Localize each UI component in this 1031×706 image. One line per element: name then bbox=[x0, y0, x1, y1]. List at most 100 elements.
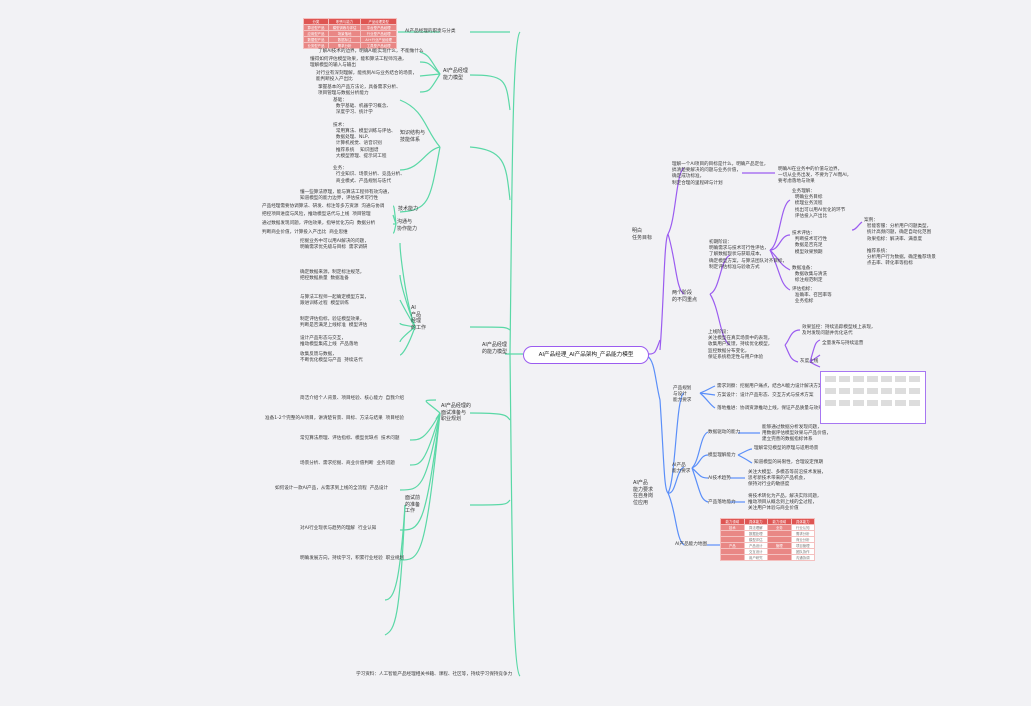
interview-node[interactable]: AI产品经理的 面试准备与 职业规划 bbox=[441, 403, 471, 422]
role-table: 分类职责与能力产品经理类型 算法型产品模型训练与评估平台型产品经理 应用型产品场… bbox=[303, 18, 397, 49]
table-cell: AI+行业产品经理 bbox=[360, 36, 397, 43]
table-cell: 需求分析 bbox=[327, 42, 362, 49]
work-node[interactable]: AI 产品 经理 的工作 bbox=[411, 305, 427, 331]
work-text: 确定数据来源，制定标注规范， 把控数据质量 bbox=[300, 270, 365, 282]
interview-text: 准备1-2个完整的AI项目，讲清楚背景、目标、方法与结果 bbox=[265, 416, 383, 421]
skill-item: 把控项目进度与风险，推动模型迭代与上线 项目管理 bbox=[262, 212, 371, 218]
work-key: 模型训练 bbox=[330, 301, 349, 307]
central-topic[interactable]: AI产品经理_AI产品架构_产品能力模型 bbox=[523, 346, 649, 364]
model-item: 掌握基本的产品方法论，具备需求分析、 项目管理与数据分析能力 bbox=[318, 85, 401, 97]
interview-key: 产品设计 bbox=[369, 486, 389, 491]
stage2-child: 全量发布与持续运营 bbox=[822, 341, 864, 346]
skill-key: 项目管理 bbox=[352, 212, 371, 217]
work-text: 制定评估指标，验证模型效果， 判断是否满足上线标准 bbox=[300, 317, 365, 329]
interview-item: 简洁介绍个人背景、项目经验、核心能力 自我介绍 bbox=[300, 396, 404, 402]
skill-item: 判断商业价值，计算投入产出比 商业思维 bbox=[262, 230, 348, 236]
map-node[interactable]: AI产品能力地图 bbox=[675, 542, 708, 547]
stage1-detail: 案例： 智能客服：分析用户问题类型， 统计高频问题，确定自动化范围 效果指标：解… bbox=[864, 218, 936, 267]
skill-text: 判断商业价值，计算投入产出比 bbox=[262, 230, 327, 235]
interview-text: 常见算法原理、评估指标、模型优缺点 bbox=[300, 436, 379, 441]
work-key: 数据准备 bbox=[330, 276, 349, 282]
work-text: 挖掘业务中可以用AI解决的问题， 明确需求优先级与目标 bbox=[300, 239, 369, 251]
goal-text: 理解一个AI项目的目标是什么，明确产品定位， 搞清楚要解决的问题与业务价值， 确… bbox=[672, 162, 769, 186]
prep-node[interactable]: 面试前 的准备 工作 bbox=[405, 495, 421, 514]
stage1-child: 业务理解： 明确业务目标 梳理业务流程 找出可以用AI优化的环节 评估投入产出比 bbox=[792, 189, 846, 219]
skill-key: 商业思维 bbox=[329, 230, 348, 235]
knowledge-text: 基础： 数学基础、机器学习概念、 深度学习、统计学 技术： 常用算法、模型训练与… bbox=[333, 98, 405, 184]
interview-key: 自我介绍 bbox=[385, 396, 405, 401]
interview-text: 对AI行业现状与趋势的理解 bbox=[300, 526, 356, 531]
model-item: 了解AI技术的边界，明确AI能实现什么，不能做什么 bbox=[318, 49, 424, 54]
scene-item: 需求洞察：挖掘用户痛点，结合AI能力设计解决方案 bbox=[717, 384, 823, 389]
work-text: 与算法工程师一起确定模型方案， 跟进训练过程 bbox=[300, 295, 369, 307]
work-key: 产品落地 bbox=[339, 342, 359, 348]
stage1-text: 初期阶段： 明确需求与技术可行性评估， 了解数据现状与获取成本， 确定模型方案，… bbox=[709, 240, 788, 270]
stage1-child: 数据准备： 数据收集与清洗 标注规范制定 bbox=[792, 266, 828, 284]
ability-map-table: 能力领域具体能力能力领域具体能力 技术算法理解业务行业认知 数据处理需求分析 模… bbox=[720, 518, 815, 561]
skills-node[interactable]: 沟通与 协作能力 bbox=[397, 219, 418, 232]
ai-item-key[interactable]: 模型理解能力 bbox=[708, 453, 736, 458]
table-label[interactable]: AI产品经理的职责与分类 bbox=[405, 29, 456, 34]
interview-item: 常见算法原理、评估指标、模型优缺点 技术问题 bbox=[300, 436, 399, 442]
ai-item-key[interactable]: 产品落地能力 bbox=[708, 500, 736, 505]
work-item: 设计产品形态与交互， 推动模型集成上线 产品落地 bbox=[300, 336, 358, 348]
bottom-note[interactable]: 学习资料：人工智能产品经理相关书籍、课程、社区等，持续学习保持竞争力 bbox=[356, 672, 513, 677]
stage2-text: 上线阶段： 关注模型在真实场景中的表现， 收集用户反馈，持续优化模型， 监控数据… bbox=[708, 330, 773, 360]
work-text: 设计产品形态与交互， 推动模型集成上线 bbox=[300, 336, 346, 348]
skill-text: 通过数据发现问题，评估效果，指导优化方向 bbox=[262, 221, 354, 226]
work-key: 持续迭代 bbox=[344, 358, 363, 364]
model-node[interactable]: AI产品经理 能力模型 bbox=[443, 68, 468, 81]
knowledge-node[interactable]: 知识结构与 技能体系 bbox=[400, 130, 426, 143]
interview-key: 项目经验 bbox=[385, 416, 404, 421]
model-item: 对行业有深刻理解，能找到AI与业务结合的场景， 能判断投入产出比 bbox=[316, 71, 417, 83]
stage1-child: 评估指标： 准确率、召回率等 业务指标 bbox=[792, 287, 832, 305]
stage2-child: 效果监控：持续追踪模型线上表现， 及时发现问题并优化迭代 bbox=[802, 325, 876, 337]
ai-item-key[interactable]: 数据驱动的能力 bbox=[708, 430, 741, 435]
ai-item-key[interactable]: AI技术趋势 bbox=[708, 476, 731, 481]
skill-text: 产品经理需要协调算法、研发、标注等多方资源 bbox=[262, 204, 359, 209]
interview-item: 如何设计一款AI产品，从需求到上线的全流程 产品设计 bbox=[275, 486, 388, 492]
table-cell: 工具型产品经理 bbox=[360, 42, 397, 49]
interview-text: 如何设计一款AI产品，从需求到上线的全流程 bbox=[275, 486, 367, 491]
ability-node[interactable]: AI产品 能力要求 在自身岗 位应用 bbox=[633, 480, 654, 506]
interview-text: 简洁介绍个人背景、项目经验、核心能力 bbox=[300, 396, 383, 401]
work-item: 挖掘业务中可以用AI解决的问题， 明确需求优先级与目标 需求调研 bbox=[300, 239, 369, 251]
tech-node[interactable]: 技术能力 bbox=[398, 206, 419, 212]
table-cell bbox=[720, 554, 745, 561]
skill-key: 沟通与协调 bbox=[361, 204, 385, 209]
table-cell: 模型训练与评估 bbox=[327, 24, 362, 31]
goal-child: 明确AI在业务中的价值与边界， 一切从业务出发，不要为了AI而AI， 要考虑落地… bbox=[778, 167, 852, 185]
scene-item: 落地推进：协调资源推动上线，保证产品质量与效果 bbox=[717, 406, 823, 411]
tech-text: 懂一些算法原理，能与算法工程师有效沟通， 知道模型的能力边界，评估技术可行性 bbox=[300, 190, 392, 202]
left-root-node[interactable]: AI产品经理 的能力模型 bbox=[482, 342, 508, 355]
interview-key: 行业认知 bbox=[357, 526, 377, 531]
work-item: 确定数据来源，制定标注规范， 把控数据质量 数据准备 bbox=[300, 270, 364, 282]
work-item: 与算法工程师一起确定模型方案， 跟进训练过程 模型训练 bbox=[300, 295, 369, 307]
goal-node[interactable]: 明白 任务目标 bbox=[632, 228, 653, 241]
product-logos-image bbox=[820, 371, 926, 424]
interview-item: 场景分析、需求挖掘、商业价值判断 业务问题 bbox=[300, 461, 395, 467]
interview-item: 明确发展方向，持续学习，积累行业经验 职业规划 bbox=[300, 556, 404, 562]
skill-item: 产品经理需要协调算法、研发、标注等多方资源 沟通与协调 bbox=[262, 204, 384, 210]
work-key: 模型评估 bbox=[348, 323, 368, 329]
interview-key: 业务问题 bbox=[376, 461, 395, 466]
skill-text: 把控项目进度与风险，推动模型迭代与上线 bbox=[262, 212, 350, 217]
interview-key: 技术问题 bbox=[381, 436, 400, 441]
work-text: 收集反馈与数据， 不断优化模型与产品 bbox=[300, 352, 342, 364]
skill-key: 数据分析 bbox=[356, 221, 376, 226]
ai-item-text: 关注大模型、多模态等前沿技术发展， 思考新技术带来的产品机会， 保持对行业的敏感… bbox=[748, 470, 827, 488]
ai-item-text: 能够通过数据分析发现问题， 用数据评估模型效果与产品价值， 建立完善的数据指标体… bbox=[762, 425, 831, 443]
stage1-child: 技术评估： 判断技术可行性 数据是否充足 模型效果预期 bbox=[792, 231, 828, 255]
stage-node[interactable]: 两个阶段 的不同重点 bbox=[672, 290, 698, 303]
skill-item: 通过数据发现问题，评估效果，指导优化方向 数据分析 bbox=[262, 221, 375, 227]
interview-text: 明确发展方向，持续学习，积累行业经验 bbox=[300, 556, 383, 561]
work-item: 收集反馈与数据， 不断优化模型与产品 持续迭代 bbox=[300, 352, 363, 364]
ai-ability-node[interactable]: AI产品 能力要求 bbox=[672, 463, 691, 475]
table-cell: 业务型产品 bbox=[303, 42, 329, 49]
ai-item-text: 将技术转化为产品，解决实际问题， 推动项目从概念到上线的全过程， 关注用户体验与… bbox=[748, 494, 822, 512]
scene-node[interactable]: 产品规划 与设计 能力要求 bbox=[673, 386, 692, 404]
table-cell bbox=[767, 554, 792, 561]
stage2-child: 灰度上线 bbox=[800, 359, 819, 364]
ai-item-text: 知道模型的局限性，合理设定预期 bbox=[754, 460, 823, 465]
